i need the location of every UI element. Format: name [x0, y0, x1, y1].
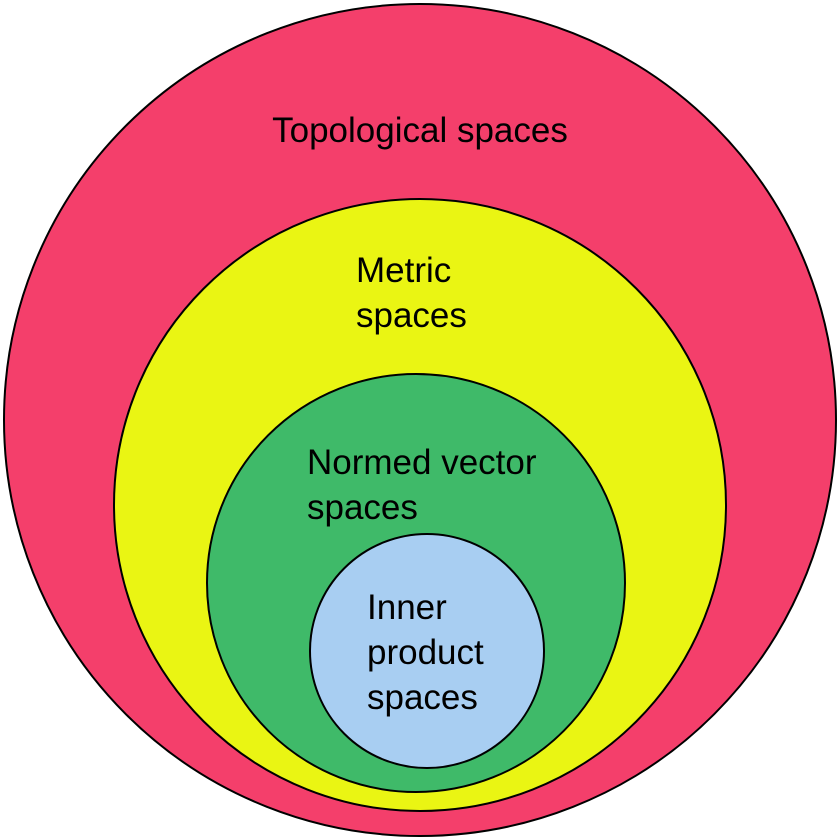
label-topological-spaces: Topological spaces — [272, 111, 568, 150]
circle-inner-product-spaces — [309, 533, 545, 769]
label-normed-vector-spaces: Normed vector spaces — [307, 443, 537, 527]
label-metric-spaces: Metric spaces — [356, 251, 467, 335]
label-inner-product-spaces: Inner product spaces — [367, 588, 484, 717]
